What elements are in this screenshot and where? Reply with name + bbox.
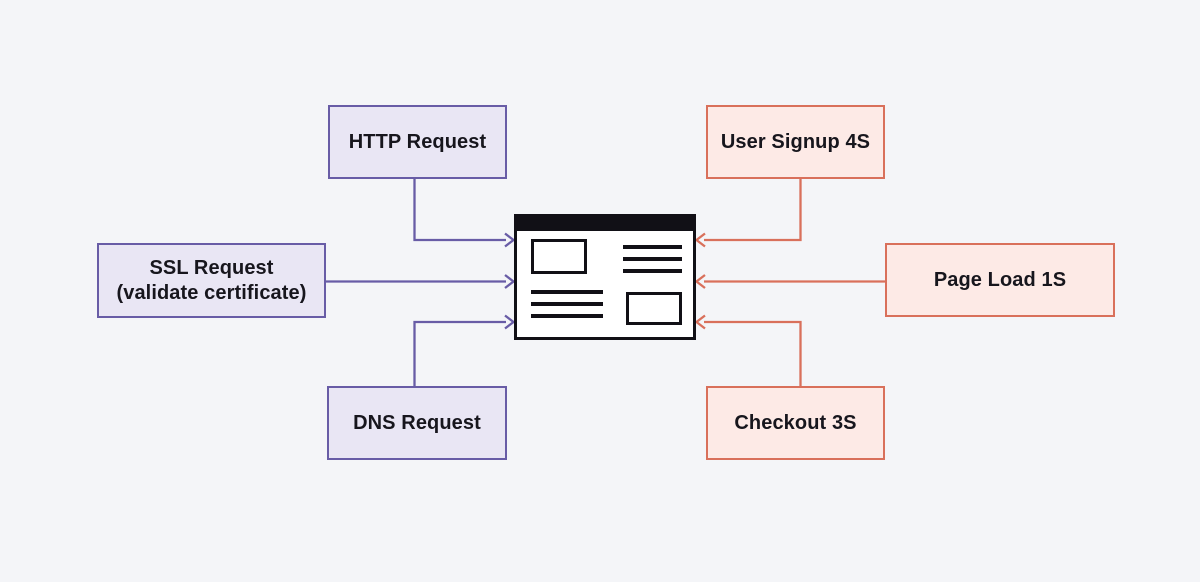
- node-dns-request: DNS Request: [327, 386, 507, 460]
- node-label: Page Load 1S: [933, 268, 1067, 291]
- text-line-icon: [623, 269, 682, 273]
- node-label: SSL Request (validate certificate): [116, 256, 307, 304]
- browser-window-icon: [514, 214, 696, 340]
- arrowhead-right-icon: [504, 232, 516, 248]
- edge-http-request: [413, 179, 516, 248]
- text-line-icon: [531, 314, 603, 318]
- image-placeholder-icon: [626, 292, 682, 325]
- edge-page-load: [694, 274, 885, 289]
- node-ssl-request: SSL Request (validate certificate): [97, 243, 326, 318]
- node-label: HTTP Request: [348, 130, 487, 153]
- node-label: Checkout 3S: [734, 411, 857, 434]
- image-placeholder-icon: [531, 239, 587, 274]
- text-line-icon: [531, 302, 603, 306]
- browser-titlebar: [517, 217, 693, 231]
- node-http-request: HTTP Request: [328, 105, 507, 179]
- node-label: User Signup 4S: [720, 130, 871, 153]
- node-user-signup: User Signup 4S: [706, 105, 885, 179]
- text-line-icon: [531, 290, 603, 294]
- browser-content: [517, 231, 693, 325]
- edge-checkout: [694, 314, 802, 386]
- text-line-icon: [623, 257, 682, 261]
- text-line-icon: [623, 245, 682, 249]
- edge-ssl-request: [326, 274, 516, 289]
- node-label: DNS Request: [353, 411, 481, 434]
- arrowhead-left-icon: [694, 232, 706, 248]
- arrowhead-right-icon: [504, 274, 516, 289]
- arrowhead-left-icon: [694, 314, 706, 330]
- arrowhead-left-icon: [694, 274, 706, 289]
- node-page-load: Page Load 1S: [885, 243, 1115, 317]
- node-checkout: Checkout 3S: [706, 386, 885, 460]
- arrowhead-right-icon: [504, 314, 516, 330]
- edge-user-signup: [694, 179, 802, 248]
- edge-dns-request: [413, 314, 516, 386]
